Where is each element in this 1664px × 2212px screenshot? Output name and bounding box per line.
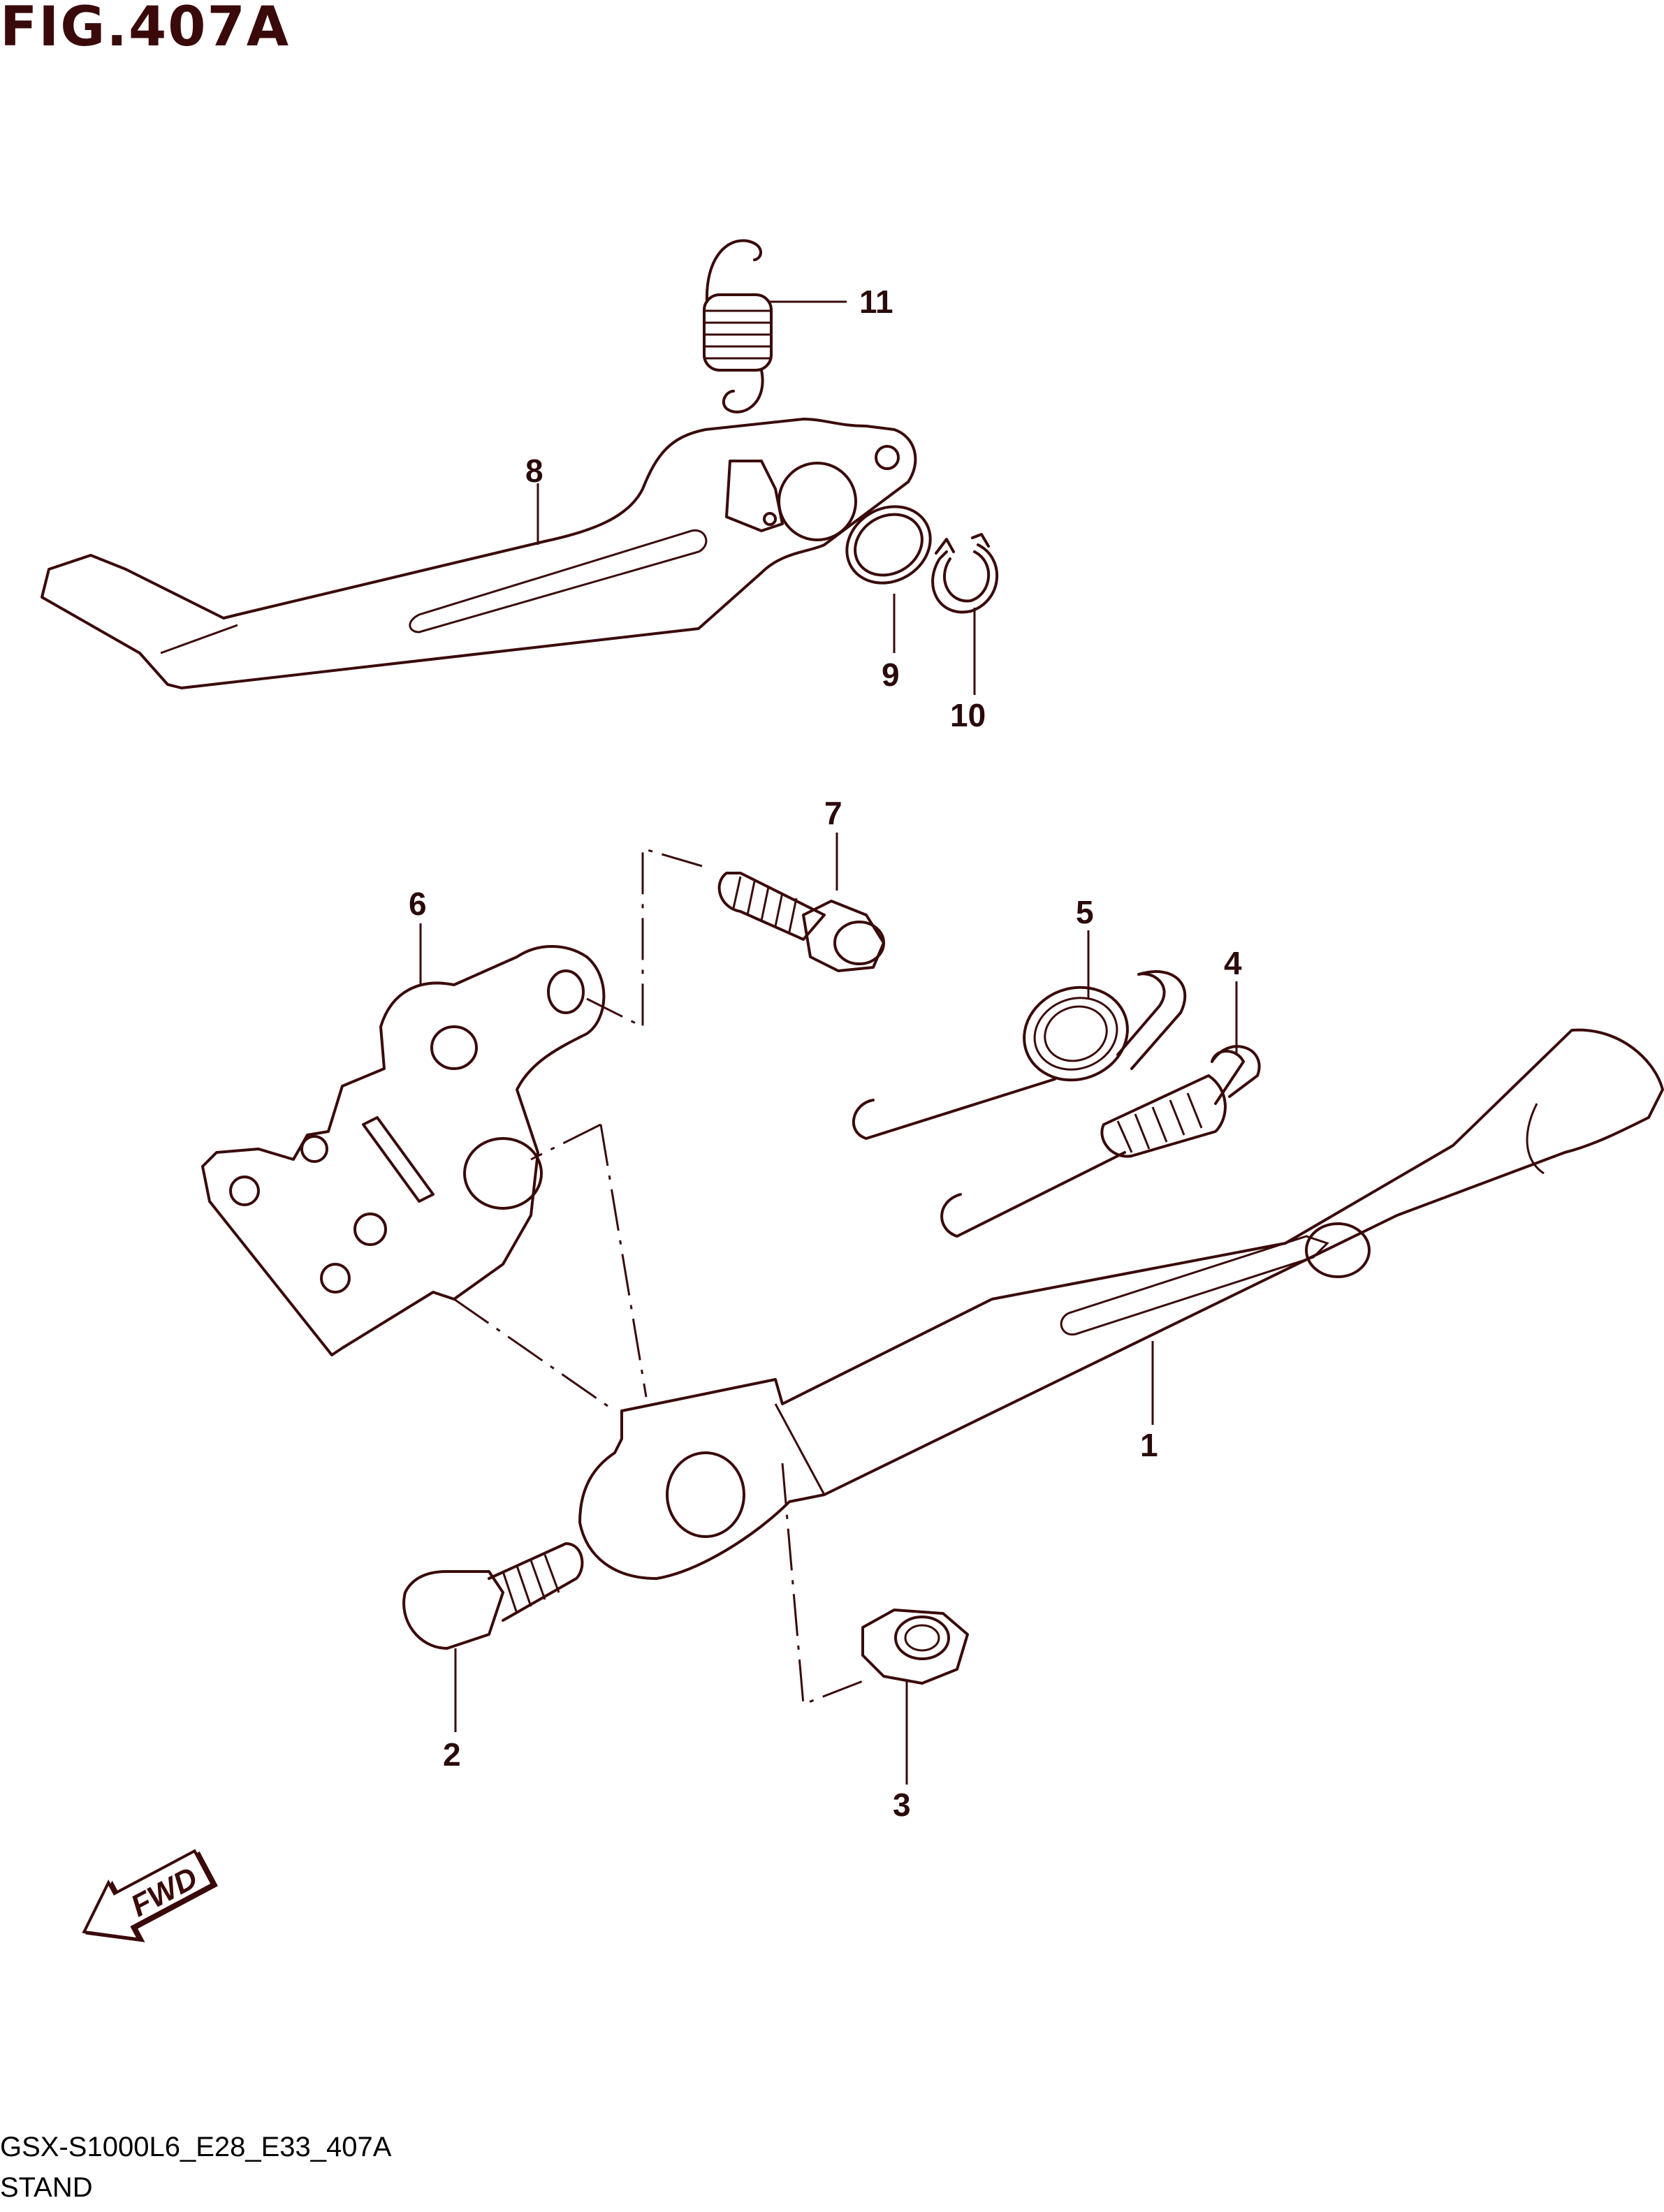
part-2-pivot-bolt	[402, 1542, 584, 1650]
callouts: 11 8 9 10 7 6 5 4 1 2 3	[409, 284, 1242, 1823]
figure-name: STAND	[0, 2172, 93, 2203]
part-3-nut	[861, 1609, 969, 1685]
part-10-circlip	[931, 533, 999, 614]
callout-6: 6	[409, 886, 427, 922]
figure-title: FIG.407A	[0, 0, 291, 59]
figure-code: GSX-S1000L6_E28_E33_407A	[0, 2132, 392, 2162]
callout-5: 5	[1076, 894, 1094, 930]
fwd-arrow-icon: FWD	[82, 1849, 218, 1942]
callout-4: 4	[1224, 945, 1242, 981]
assembly-lines	[453, 847, 867, 1706]
callout-8: 8	[525, 453, 543, 489]
part-8-stand-lever	[41, 418, 917, 689]
callout-2: 2	[443, 1736, 461, 1773]
callout-3: 3	[893, 1787, 911, 1823]
callout-9: 9	[882, 657, 900, 693]
part-6-bracket	[201, 945, 606, 1356]
callout-11: 11	[859, 284, 893, 320]
callout-10: 10	[950, 697, 986, 733]
callout-1: 1	[1140, 1427, 1158, 1463]
part-5-spring	[852, 970, 1187, 1140]
part-11-spring	[703, 239, 773, 413]
leader-lines	[419, 300, 1238, 1785]
part-4-spring	[940, 1045, 1261, 1238]
part-7-bolt	[717, 872, 885, 972]
part-1-side-stand	[578, 1028, 1664, 1580]
callout-7: 7	[824, 795, 842, 831]
part-9-washer	[845, 505, 932, 585]
